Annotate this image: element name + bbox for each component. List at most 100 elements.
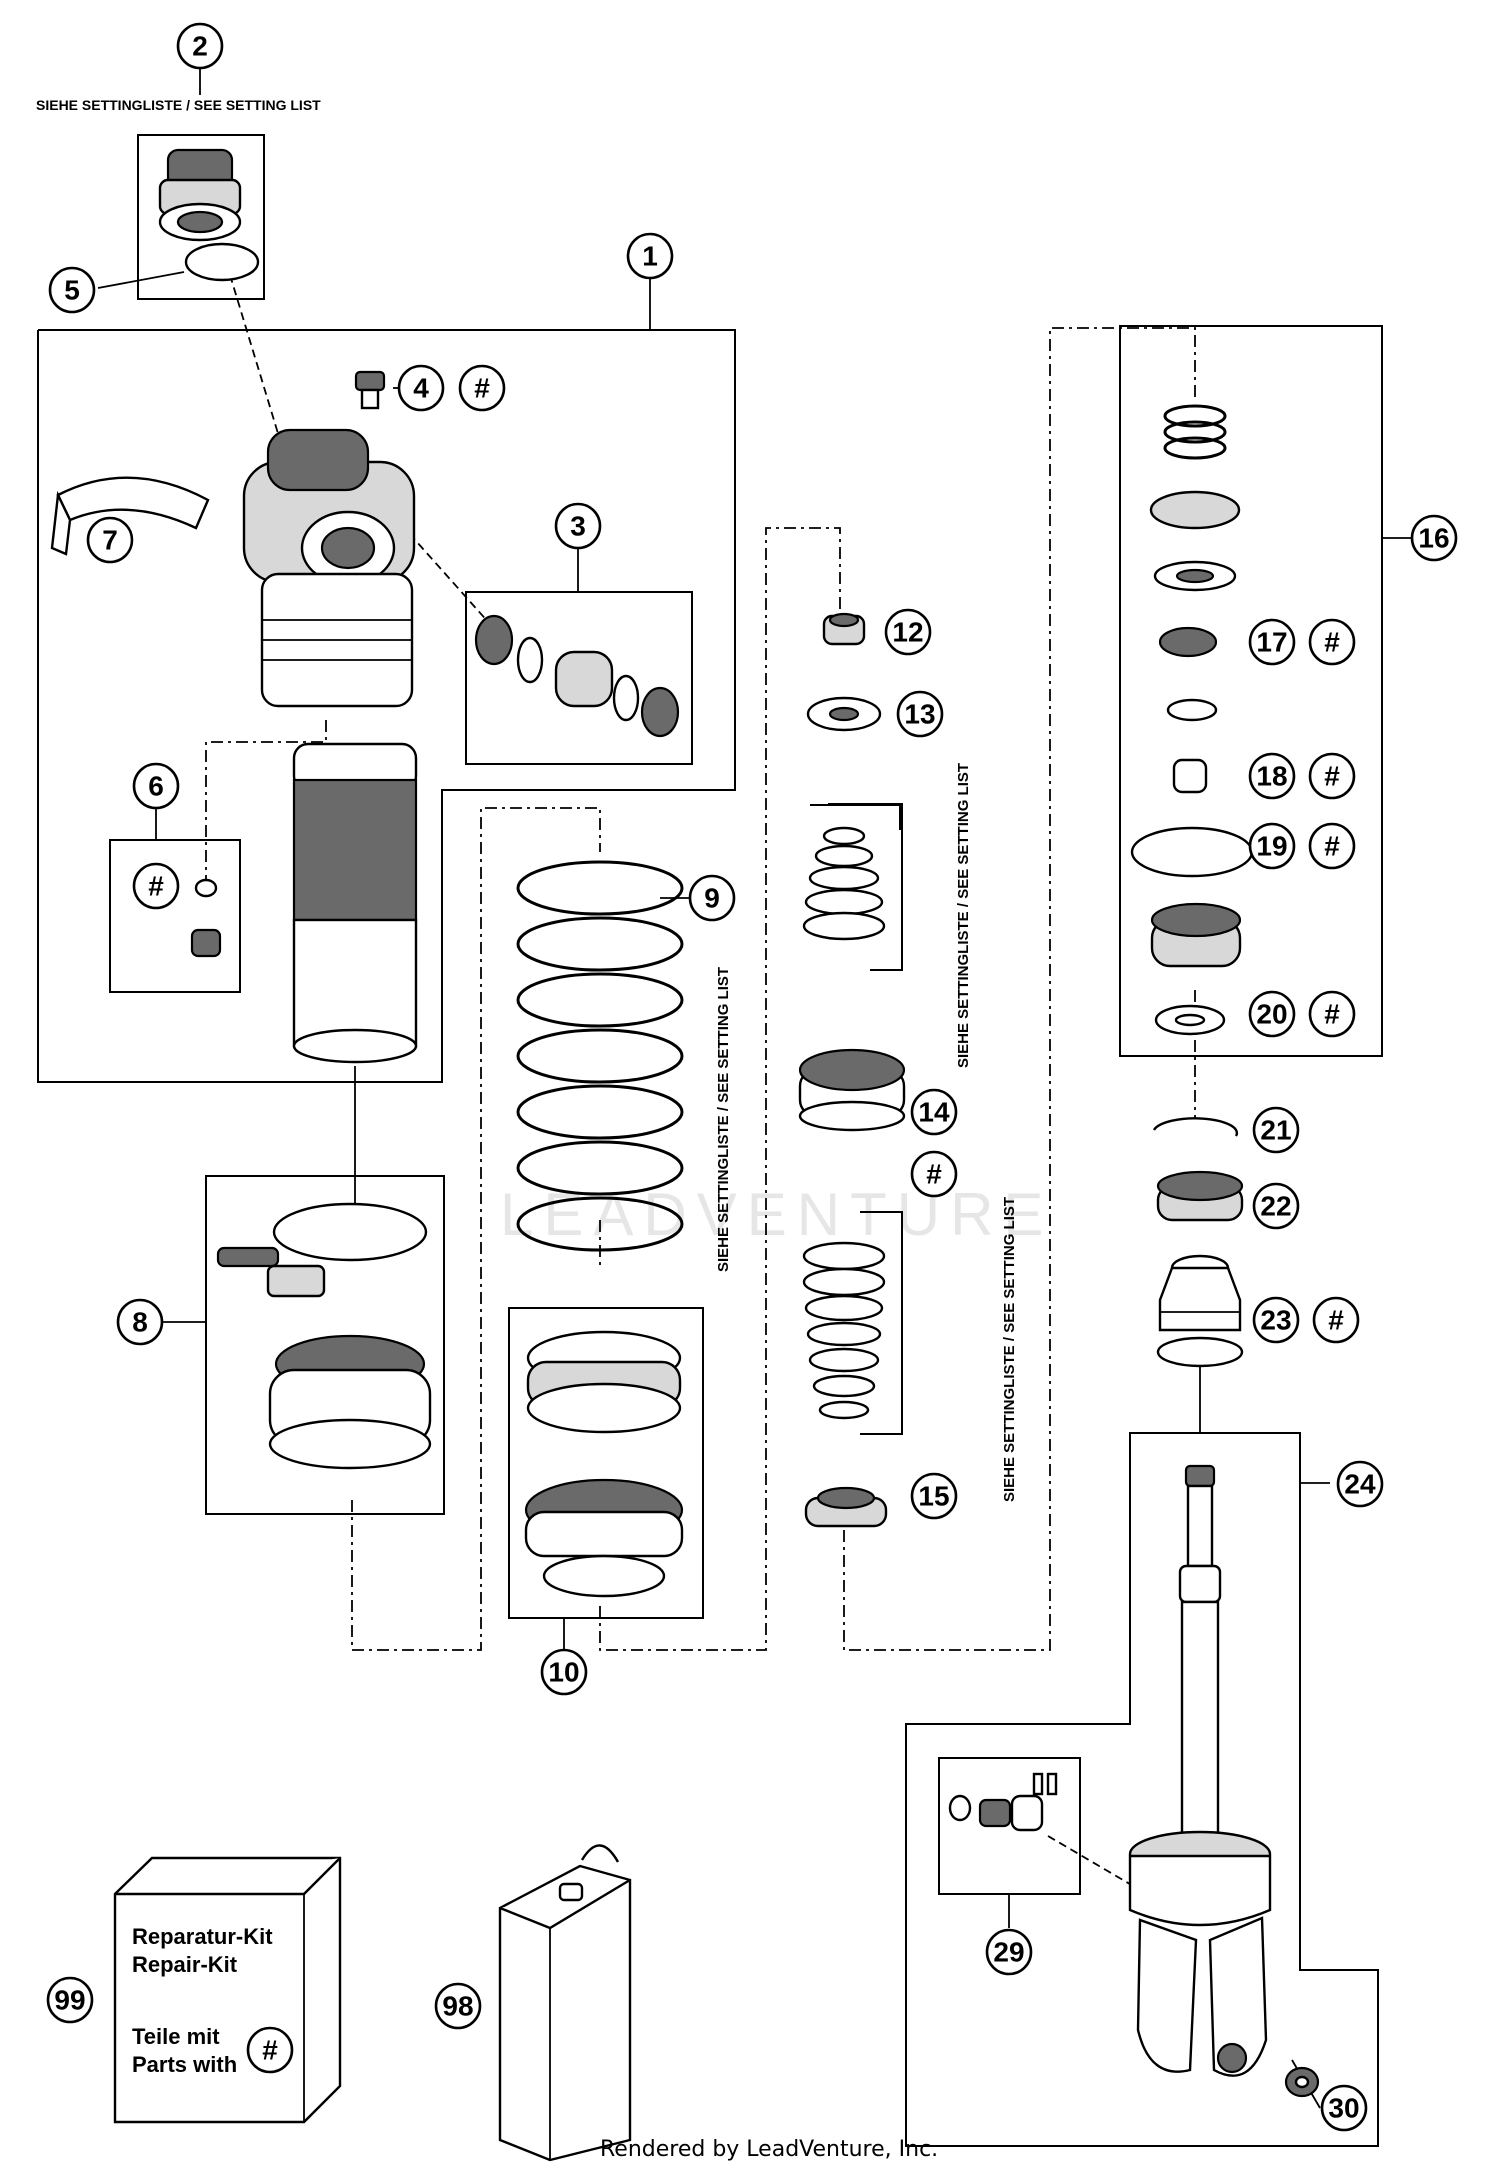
group-box-16 bbox=[1119, 325, 1383, 1057]
group-box-3 bbox=[465, 591, 693, 765]
hash-marker-18[interactable]: # bbox=[1308, 752, 1356, 800]
group-box-24 bbox=[905, 1432, 1379, 2147]
heat-shield-part bbox=[56, 476, 210, 530]
callout-14[interactable]: 14 bbox=[910, 1088, 958, 1136]
bump-stop-part bbox=[1156, 1254, 1244, 1368]
hash-marker-14[interactable]: # bbox=[910, 1150, 958, 1198]
shim-stack-upper-part bbox=[802, 826, 886, 941]
callout-4[interactable]: 4 bbox=[397, 364, 445, 412]
clevis-bushing-part bbox=[1284, 2066, 1320, 2098]
svg-text:#: # bbox=[262, 2035, 278, 2066]
group-box-1 bbox=[37, 329, 736, 1083]
bladder-cap-part bbox=[1150, 902, 1242, 968]
svg-text:#: # bbox=[148, 871, 164, 902]
shock-oil-can-part bbox=[498, 1844, 632, 2162]
dash-path-15-16 bbox=[843, 327, 1196, 1651]
callout-1[interactable]: 1 bbox=[626, 232, 674, 280]
svg-text:7: 7 bbox=[102, 525, 118, 556]
callout-16[interactable]: 16 bbox=[1410, 514, 1458, 562]
shock-body-part bbox=[242, 428, 418, 1064]
shim-stack-lower-part bbox=[802, 1241, 886, 1420]
piston-rod-part bbox=[1128, 1464, 1272, 2077]
hash-marker-repair-kit[interactable]: # bbox=[246, 2026, 294, 2074]
hash-marker-23[interactable]: # bbox=[1312, 1296, 1360, 1344]
callout-12[interactable]: 12 bbox=[884, 608, 932, 656]
svg-text:9: 9 bbox=[704, 883, 720, 914]
callout-17[interactable]: 17 bbox=[1248, 618, 1296, 666]
repair-kit-label-line2: Repair-Kit bbox=[132, 1952, 238, 1977]
callout-9[interactable]: 9 bbox=[688, 874, 736, 922]
svg-text:21: 21 bbox=[1260, 1115, 1291, 1146]
callout-7[interactable]: 7 bbox=[86, 516, 134, 564]
svg-text:3: 3 bbox=[570, 511, 586, 542]
svg-text:8: 8 bbox=[132, 1307, 148, 1338]
callout-5[interactable]: 5 bbox=[48, 266, 96, 314]
dash-path-body-spring bbox=[351, 807, 601, 1651]
hash-marker-4[interactable]: # bbox=[458, 364, 506, 412]
callout-23[interactable]: 23 bbox=[1252, 1296, 1300, 1344]
svg-text:30: 30 bbox=[1328, 2093, 1359, 2124]
rebound-washer-part bbox=[804, 1486, 888, 1528]
circlip-part bbox=[1152, 1117, 1239, 1137]
spring-retainer-part bbox=[524, 1330, 684, 1598]
dash-path-6 bbox=[205, 720, 327, 880]
repair-kit-box bbox=[113, 1856, 342, 2124]
setting-note-lower-stack: SIEHE SETTINGLISTE / SEE SETTING LIST bbox=[1001, 1197, 1018, 1502]
credit-text: Rendered by LeadVenture, Inc. bbox=[600, 2137, 938, 2162]
group-box-10 bbox=[508, 1307, 704, 1619]
callout-24[interactable]: 24 bbox=[1336, 1460, 1384, 1508]
callout-13[interactable]: 13 bbox=[896, 690, 944, 738]
callout-30[interactable]: 30 bbox=[1320, 2084, 1368, 2132]
callout-15[interactable]: 15 bbox=[910, 1472, 958, 1520]
hash-marker-20[interactable]: # bbox=[1308, 990, 1356, 1038]
callout-99[interactable]: 99 bbox=[46, 1976, 94, 2024]
ring-part bbox=[1166, 698, 1218, 722]
callout-29[interactable]: 29 bbox=[985, 1928, 1033, 1976]
repair-kit-label-line1: Reparatur-Kit bbox=[132, 1924, 273, 1949]
callout-18[interactable]: 18 bbox=[1248, 752, 1296, 800]
callout-98[interactable]: 98 bbox=[434, 1982, 482, 2030]
repair-kit-label-line3: Teile mit bbox=[132, 2024, 220, 2049]
rebound-seal-part bbox=[1156, 1170, 1244, 1222]
svg-text:#: # bbox=[474, 373, 490, 404]
piston-part bbox=[798, 1048, 906, 1132]
bushing-18-part bbox=[1172, 758, 1208, 794]
svg-text:5: 5 bbox=[64, 275, 80, 306]
dash-path-10-12 bbox=[599, 527, 841, 1651]
nitrogen-valve-part bbox=[190, 878, 222, 958]
hash-marker-6[interactable]: # bbox=[132, 862, 180, 910]
callout-10[interactable]: 10 bbox=[540, 1648, 588, 1696]
bleed-screw-part bbox=[354, 370, 386, 410]
callout-21[interactable]: 21 bbox=[1252, 1106, 1300, 1154]
svg-text:22: 22 bbox=[1260, 1191, 1291, 1222]
callout-22[interactable]: 22 bbox=[1252, 1182, 1300, 1230]
svg-text:14: 14 bbox=[918, 1097, 950, 1128]
svg-text:#: # bbox=[1324, 761, 1340, 792]
seal-17-part bbox=[1158, 626, 1218, 658]
callout-19[interactable]: 19 bbox=[1248, 822, 1296, 870]
group-box-8 bbox=[205, 1175, 445, 1515]
svg-text:#: # bbox=[1324, 627, 1340, 658]
svg-text:1: 1 bbox=[642, 241, 658, 272]
svg-text:99: 99 bbox=[54, 1985, 85, 2016]
svg-text:#: # bbox=[1324, 831, 1340, 862]
o-ring-part bbox=[184, 242, 260, 282]
callout-8[interactable]: 8 bbox=[116, 1298, 164, 1346]
hash-marker-19[interactable]: # bbox=[1308, 822, 1356, 870]
svg-text:#: # bbox=[1324, 999, 1340, 1030]
svg-text:29: 29 bbox=[993, 1937, 1024, 1968]
hash-marker-17[interactable]: # bbox=[1308, 618, 1356, 666]
svg-text:#: # bbox=[1328, 1305, 1344, 1336]
svg-text:2: 2 bbox=[192, 31, 208, 62]
eye-bearing-kit-part bbox=[474, 614, 680, 738]
callout-20[interactable]: 20 bbox=[1248, 990, 1296, 1038]
callout-2[interactable]: 2 bbox=[176, 22, 224, 70]
svg-text:12: 12 bbox=[892, 617, 923, 648]
callout-6[interactable]: 6 bbox=[132, 762, 180, 810]
leader-2-to-body bbox=[229, 274, 281, 441]
callout-3[interactable]: 3 bbox=[554, 502, 602, 550]
setting-note-top: SIEHE SETTINGLISTE / SEE SETTING LIST bbox=[36, 97, 321, 113]
spring-adjuster-part bbox=[216, 1202, 432, 1470]
o-ring-19-part bbox=[1130, 826, 1254, 878]
svg-text:17: 17 bbox=[1256, 627, 1287, 658]
